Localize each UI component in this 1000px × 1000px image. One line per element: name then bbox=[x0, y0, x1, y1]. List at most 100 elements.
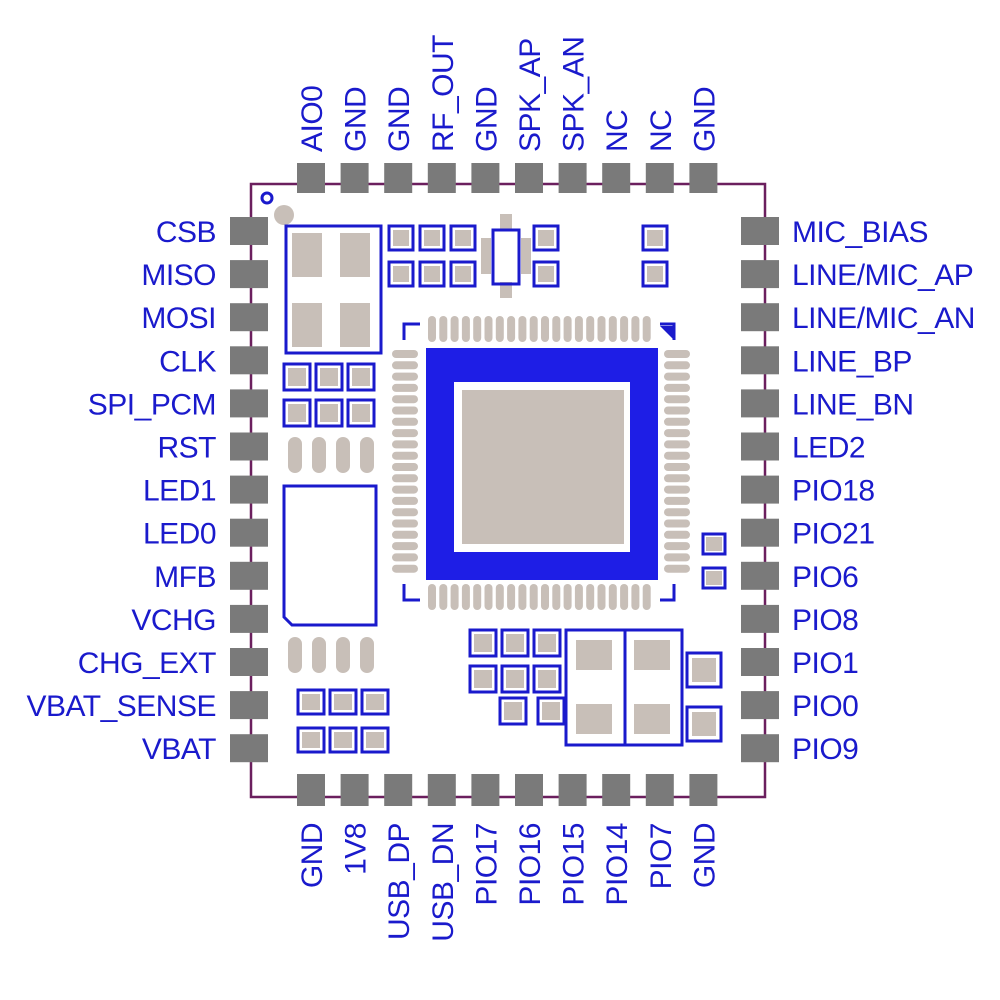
smd-pad-outline bbox=[449, 224, 477, 252]
capsule-pad bbox=[360, 637, 374, 673]
ic-lead bbox=[664, 395, 690, 404]
pin-label-left-9: VCHG bbox=[131, 604, 216, 637]
smd-pad-outline bbox=[282, 398, 312, 428]
smd-pad-outline bbox=[282, 362, 312, 392]
ic-lead bbox=[529, 584, 538, 610]
smd-pad-outline bbox=[328, 688, 358, 716]
ic-lead bbox=[484, 584, 493, 610]
pin-label-top-7: NC bbox=[601, 110, 634, 152]
smd-pad bbox=[538, 634, 556, 652]
pad-bottom-1 bbox=[340, 774, 369, 806]
pad-right-4 bbox=[741, 389, 779, 418]
pad-top-5 bbox=[515, 163, 543, 193]
ic-lead bbox=[664, 440, 690, 449]
pin1-marker bbox=[260, 191, 274, 205]
pin-label-left-5: RST bbox=[158, 432, 217, 465]
pin-label-bottom-8: PIO7 bbox=[645, 823, 678, 889]
ic-thermal-copper bbox=[462, 390, 624, 544]
ic-lead bbox=[574, 584, 583, 610]
smd-pad bbox=[685, 705, 723, 743]
pad-bottom-3 bbox=[427, 774, 456, 806]
smd-pad-outline bbox=[468, 628, 498, 658]
inductor-pad bbox=[576, 704, 612, 734]
ic-lead bbox=[518, 316, 527, 342]
pin-label-right-11: PIO0 bbox=[792, 690, 858, 723]
pin-label-bottom-0: GND bbox=[296, 823, 329, 888]
ic-lead bbox=[541, 584, 549, 610]
pin-label-right-1: LINE/MIC_AP bbox=[792, 259, 973, 292]
smd-pad bbox=[474, 670, 492, 688]
pad-right-10 bbox=[741, 648, 779, 676]
smd-pad bbox=[706, 537, 722, 551]
pad-left-5 bbox=[230, 432, 268, 461]
smd-pad-outline bbox=[387, 224, 415, 252]
ic-lead bbox=[392, 496, 418, 505]
ic-lead bbox=[439, 316, 448, 342]
pin-label-left-8: MFB bbox=[154, 561, 216, 594]
smd-pad bbox=[701, 566, 727, 590]
smd-pad bbox=[366, 694, 384, 710]
ic-lead bbox=[574, 316, 583, 342]
smd-pad bbox=[506, 634, 524, 652]
ic-lead bbox=[392, 417, 418, 426]
ic-lead bbox=[392, 530, 418, 539]
ic-lead bbox=[392, 361, 418, 370]
pin-label-left-0: CSB bbox=[156, 216, 216, 249]
ic-lead bbox=[597, 316, 606, 342]
smd-pad bbox=[701, 532, 727, 556]
smd-pad bbox=[424, 266, 440, 282]
pin-label-bottom-3: USB_DN bbox=[427, 823, 460, 942]
pad-right-0 bbox=[741, 217, 779, 245]
ic-lead bbox=[642, 584, 651, 610]
smd-pad bbox=[500, 214, 512, 230]
pin-label-right-7: PIO21 bbox=[792, 518, 875, 551]
ic-lead bbox=[392, 406, 418, 415]
smd-pad-outline bbox=[449, 260, 477, 288]
smd-pad bbox=[455, 230, 471, 246]
ic-lead bbox=[392, 395, 418, 404]
pin-label-bottom-6: PIO15 bbox=[558, 823, 591, 906]
capsule-pad bbox=[336, 637, 350, 673]
pin-label-top-8: NC bbox=[645, 110, 678, 152]
ic-lead bbox=[563, 316, 572, 342]
pin-label-left-2: MOSI bbox=[141, 302, 216, 335]
ic-lead bbox=[664, 474, 690, 483]
ic-lead bbox=[597, 584, 606, 610]
ic-lead bbox=[392, 553, 418, 562]
pad-top-3 bbox=[427, 163, 456, 193]
pin-label-right-0: MIC_BIAS bbox=[792, 216, 928, 249]
pin-label-top-9: GND bbox=[688, 87, 721, 152]
pad-bottom-7 bbox=[602, 774, 631, 806]
ic-lead bbox=[664, 429, 690, 438]
ic-lead bbox=[518, 584, 527, 610]
pad-left-1 bbox=[230, 260, 268, 289]
pin-label-bottom-9: GND bbox=[688, 823, 721, 888]
pin-label-left-1: MISO bbox=[141, 259, 216, 292]
pin-label-bottom-7: PIO14 bbox=[601, 823, 634, 906]
smd-pad bbox=[455, 266, 471, 282]
ic-lead bbox=[586, 584, 595, 610]
ic-lead bbox=[392, 463, 418, 471]
pad-right-6 bbox=[741, 475, 779, 504]
ic-lead bbox=[541, 316, 549, 342]
ic-leads bbox=[392, 316, 690, 610]
smd-pad-outline bbox=[536, 696, 566, 726]
pad-top-1 bbox=[340, 163, 369, 193]
pad-left-3 bbox=[230, 346, 268, 375]
pad-right-1 bbox=[741, 260, 779, 289]
smd-pad-outline bbox=[346, 362, 376, 392]
ic-lead bbox=[428, 584, 436, 610]
inductor-pad bbox=[576, 640, 612, 670]
ic-lead bbox=[664, 542, 690, 551]
ic-lead bbox=[664, 564, 690, 573]
crystal-outline bbox=[284, 224, 383, 355]
smd-pad bbox=[393, 266, 409, 282]
smd-pad bbox=[685, 651, 723, 689]
ic-lead bbox=[392, 372, 418, 381]
pin-label-left-6: LED1 bbox=[143, 475, 216, 508]
ic-lead bbox=[608, 584, 617, 610]
smd-pad bbox=[352, 404, 370, 422]
smd-pad-outline bbox=[328, 726, 358, 754]
pin-label-top-3: RF_OUT bbox=[427, 35, 460, 152]
smd-pad bbox=[538, 670, 556, 688]
